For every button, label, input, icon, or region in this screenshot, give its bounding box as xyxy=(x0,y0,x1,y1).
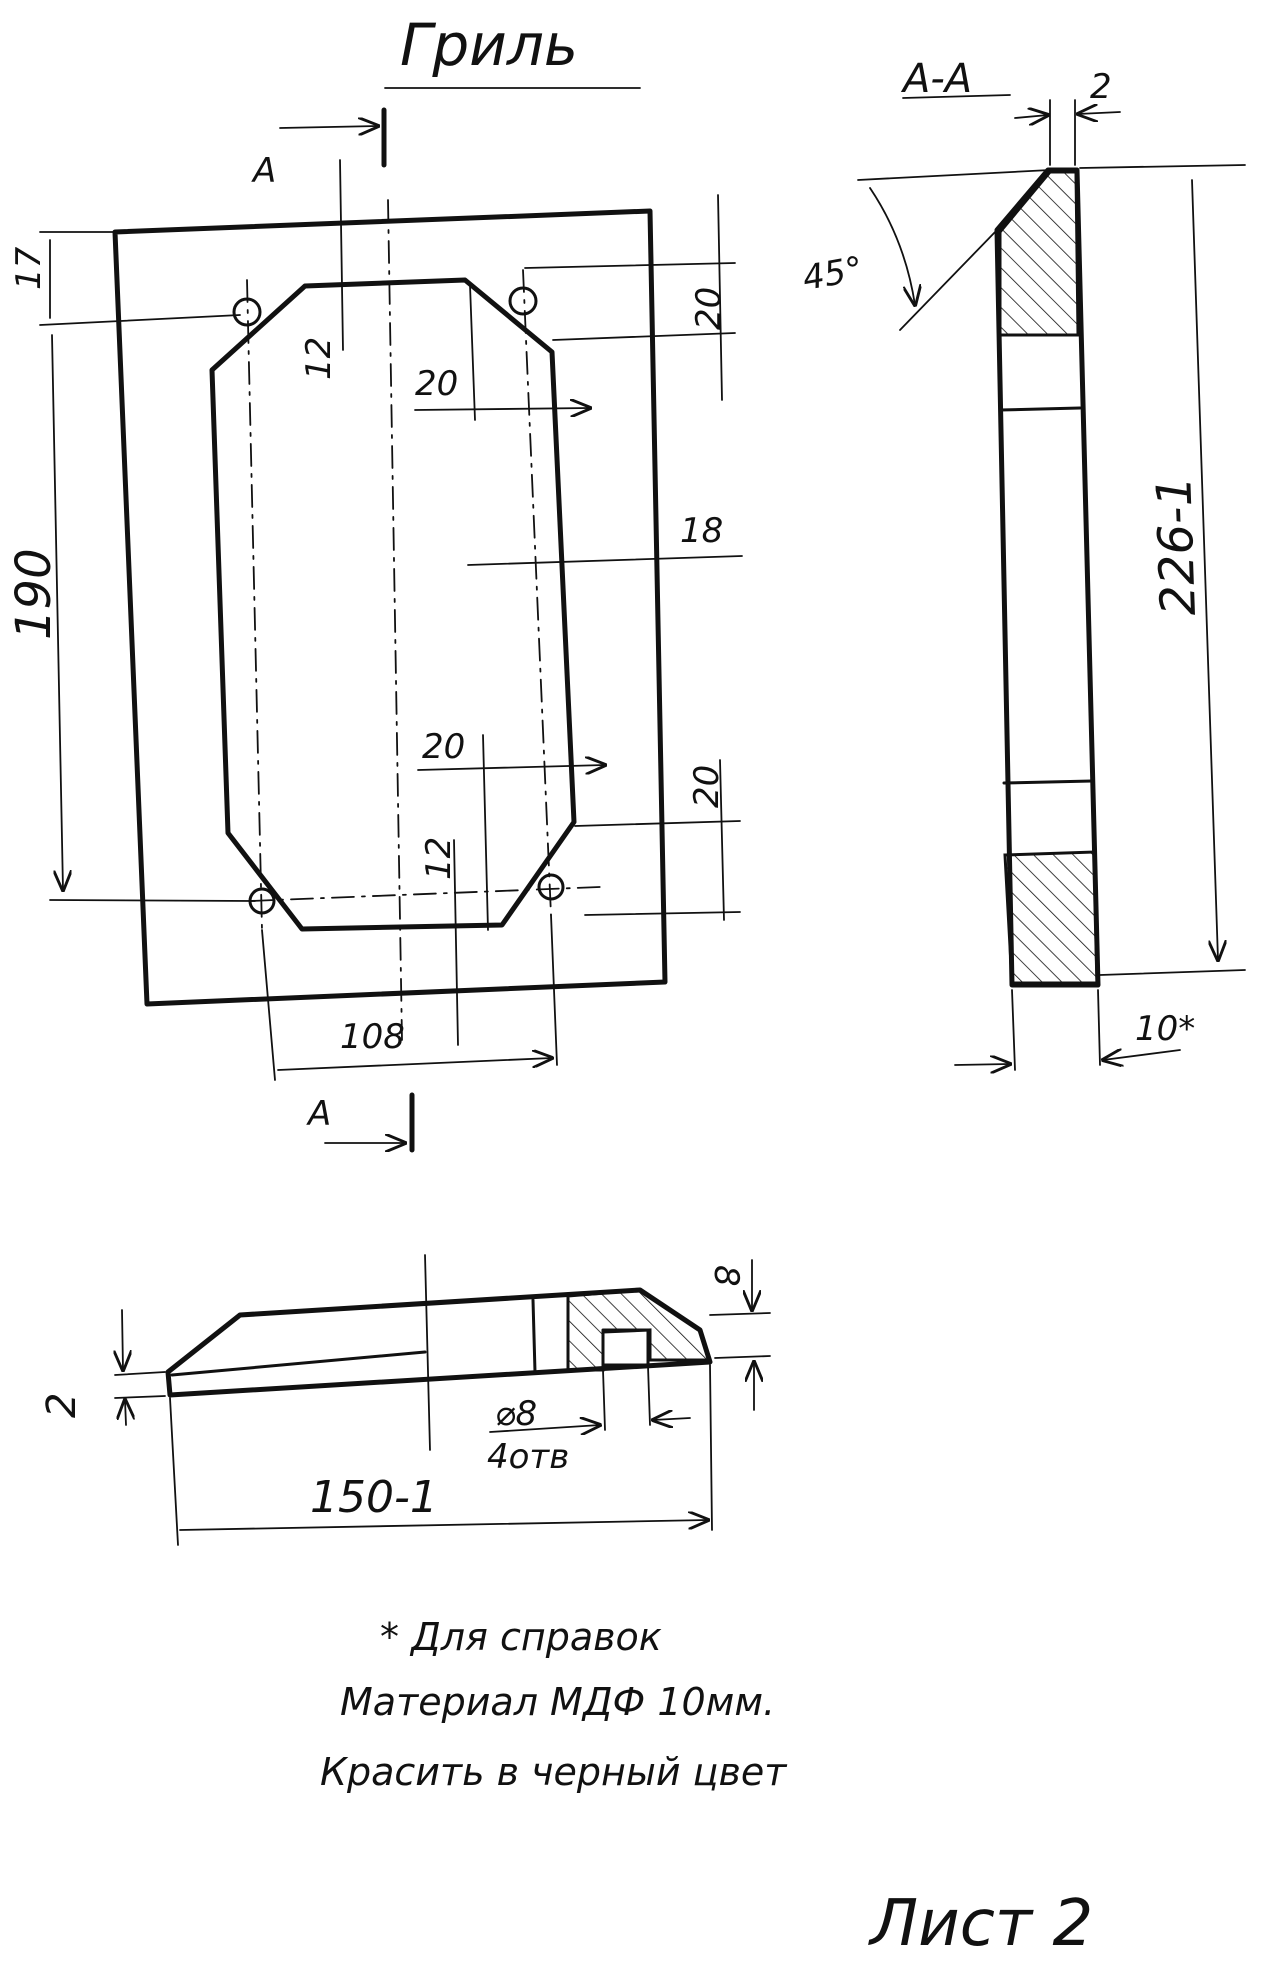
dim-12-top-label: 12 xyxy=(299,337,339,380)
dim-20-chamfer-top-line xyxy=(414,408,590,410)
dim-190-line xyxy=(51,334,63,890)
note-material: Материал МДФ 10мм. xyxy=(340,1680,775,1724)
dim-20-chamfer-bottom-line xyxy=(417,765,605,770)
dim-226-label: 226-1 xyxy=(1146,475,1207,616)
dim-190-label: 190 xyxy=(6,548,62,640)
dim-150-label: 150-1 xyxy=(310,1472,438,1523)
dim-10-label: 10* xyxy=(1135,1009,1195,1049)
dim-108-ext-left xyxy=(261,929,276,1081)
dim-2-bottom-ext-bottom xyxy=(114,1395,166,1399)
dim-108-label: 108 xyxy=(340,1017,405,1057)
dim-150-ext-left xyxy=(169,1397,179,1546)
angle-ref-line xyxy=(857,169,1051,181)
centerline-left xyxy=(246,279,263,931)
front-view: А А 17 190 20 12 20 18 20 12 xyxy=(6,107,743,1153)
dim-2-bottom-ext-top xyxy=(114,1371,166,1376)
centerline-vertical xyxy=(387,199,403,1041)
hole-ext-left xyxy=(602,1369,606,1431)
dim-8-ext-bottom xyxy=(714,1355,771,1359)
dim-108-ext-right xyxy=(550,914,558,1066)
bottom-center-line xyxy=(424,1254,431,1451)
dim-20-bottom-ext1 xyxy=(574,820,741,827)
dim-17-label: 17 xyxy=(9,246,49,290)
hole-ext-right xyxy=(647,1365,651,1426)
section-title-underline xyxy=(902,94,1011,99)
angle-chamfer-extension xyxy=(899,229,998,331)
dim-20-chamfer-top-ext xyxy=(469,284,476,421)
dim-2-section-label: 2 xyxy=(1090,67,1112,107)
dim-20-chamfer-bottom-label: 20 xyxy=(422,727,465,767)
dim-190-ext-bottom xyxy=(49,899,256,902)
section-step-line-bottom xyxy=(1002,779,1094,785)
dim-20-bottom-label: 20 xyxy=(687,765,727,808)
dim-12-bottom-line xyxy=(453,839,459,1046)
hole-diameter-label: ⌀8 xyxy=(495,1394,537,1434)
title-block: Гриль xyxy=(384,11,641,89)
section-hatch-top xyxy=(998,170,1080,337)
bottom-inner-line xyxy=(170,1350,427,1377)
section-view: А-А 45° 2 226-1 10* xyxy=(800,56,1246,1071)
dim-10-arrow-right xyxy=(1103,1050,1181,1060)
angle-arc xyxy=(869,187,915,305)
hole-count-label: 4отв xyxy=(487,1437,569,1477)
dim-226-ext-bottom xyxy=(1099,969,1246,976)
bottom-hole-section xyxy=(601,1328,650,1367)
dim-20-top-line xyxy=(717,194,723,401)
centerline-bottom xyxy=(249,886,601,902)
dim-17-ext-bottom xyxy=(39,314,241,326)
dim-18-label: 18 xyxy=(680,511,723,551)
dim-20-chamfer-bottom-ext xyxy=(482,734,489,931)
dim-18-line xyxy=(467,555,743,566)
dim-10-ext-left xyxy=(1011,989,1016,1071)
note-reference: * Для справок xyxy=(380,1615,662,1659)
hole-leader-right xyxy=(653,1418,691,1420)
dim-20-top-label: 20 xyxy=(689,287,729,330)
section-outline xyxy=(994,167,1101,988)
dim-20-chamfer-top-label: 20 xyxy=(415,364,458,404)
dim-150-ext-right xyxy=(709,1364,713,1531)
dim-20-bottom-line xyxy=(719,759,725,921)
dim-8-label: 8 xyxy=(706,1265,746,1287)
dim-2-section-arrow-right xyxy=(1078,112,1121,114)
section-cut-top-arrow xyxy=(279,126,378,128)
dim-2-bottom-arrow-top xyxy=(122,1309,123,1370)
centerline-right xyxy=(522,269,552,916)
dim-8-ext-top xyxy=(709,1312,771,1316)
note-paint: Красить в черный цвет xyxy=(320,1750,788,1794)
dim-2-section-arrow-left xyxy=(1014,115,1048,118)
dim-226-line xyxy=(1191,179,1218,960)
dim-20-top-ext2 xyxy=(552,332,736,341)
dim-2-bottom-arrow-bottom xyxy=(125,1400,126,1426)
bottom-view: 8 2 ⌀8 4отв 150-1 xyxy=(39,1254,771,1546)
sheet-number: Лист 2 xyxy=(868,1887,1093,1961)
section-hatch-bottom xyxy=(1003,850,1099,985)
section-step-line-top xyxy=(998,406,1082,412)
angle-label: 45° xyxy=(800,249,866,299)
dim-150-line xyxy=(179,1520,708,1531)
drawing-title: Гриль xyxy=(400,11,578,79)
section-cut-bottom-label: А xyxy=(306,1094,331,1134)
inner-opening-outline xyxy=(209,277,577,932)
dim-10-arrow-left xyxy=(954,1064,1010,1065)
section-cut-top-label: А xyxy=(251,151,276,191)
hole-leader-left xyxy=(489,1425,600,1432)
dim-20-top-ext1 xyxy=(524,262,736,269)
dim-12-bottom-label: 12 xyxy=(419,837,459,880)
dim-2-bottom-label: 2 xyxy=(39,1393,85,1418)
outer-plate-outline xyxy=(112,208,668,1007)
dim-108-line xyxy=(277,1058,552,1071)
dim-12-top-line xyxy=(339,159,344,351)
dim-226-ext-top xyxy=(1079,164,1246,169)
section-title: А-А xyxy=(900,56,972,102)
dim-20-bottom-ext2 xyxy=(584,911,741,916)
bottom-slot-left xyxy=(531,1298,537,1374)
mounting-hole-top-right xyxy=(508,286,538,316)
dim-10-ext-right xyxy=(1097,989,1101,1066)
notes-block: * Для справок Материал МДФ 10мм. Красить… xyxy=(320,1615,788,1794)
